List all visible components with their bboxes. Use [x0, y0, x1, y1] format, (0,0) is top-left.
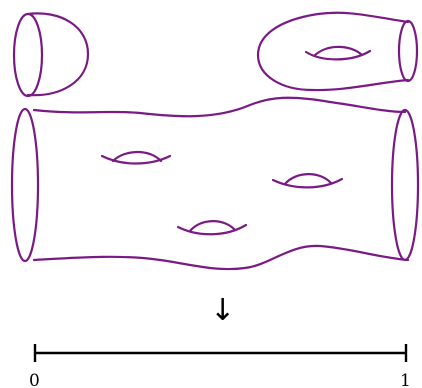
genus-one-outline: [258, 13, 408, 90]
main-top-edge: [34, 98, 405, 117]
main-right-boundary-circle: [392, 110, 418, 260]
genus-one-surface: [258, 13, 417, 90]
main-cobordism-surface: [12, 98, 418, 269]
handle-3: [178, 221, 246, 234]
cap-boundary-circle: [14, 14, 42, 96]
unit-interval: 0 1: [29, 344, 411, 388]
main-left-boundary-circle: [12, 109, 38, 261]
main-bottom-edge: [34, 246, 408, 269]
genus-one-hole-upper: [314, 47, 362, 56]
down-arrow-icon: ↓: [210, 293, 235, 328]
handle-1: [102, 152, 170, 164]
interval-right-label: 1: [400, 371, 411, 388]
cap-surface: [14, 13, 88, 96]
genus-one-boundary-circle: [399, 21, 417, 81]
handle-2: [273, 174, 342, 187]
interval-left-label: 0: [29, 371, 40, 388]
